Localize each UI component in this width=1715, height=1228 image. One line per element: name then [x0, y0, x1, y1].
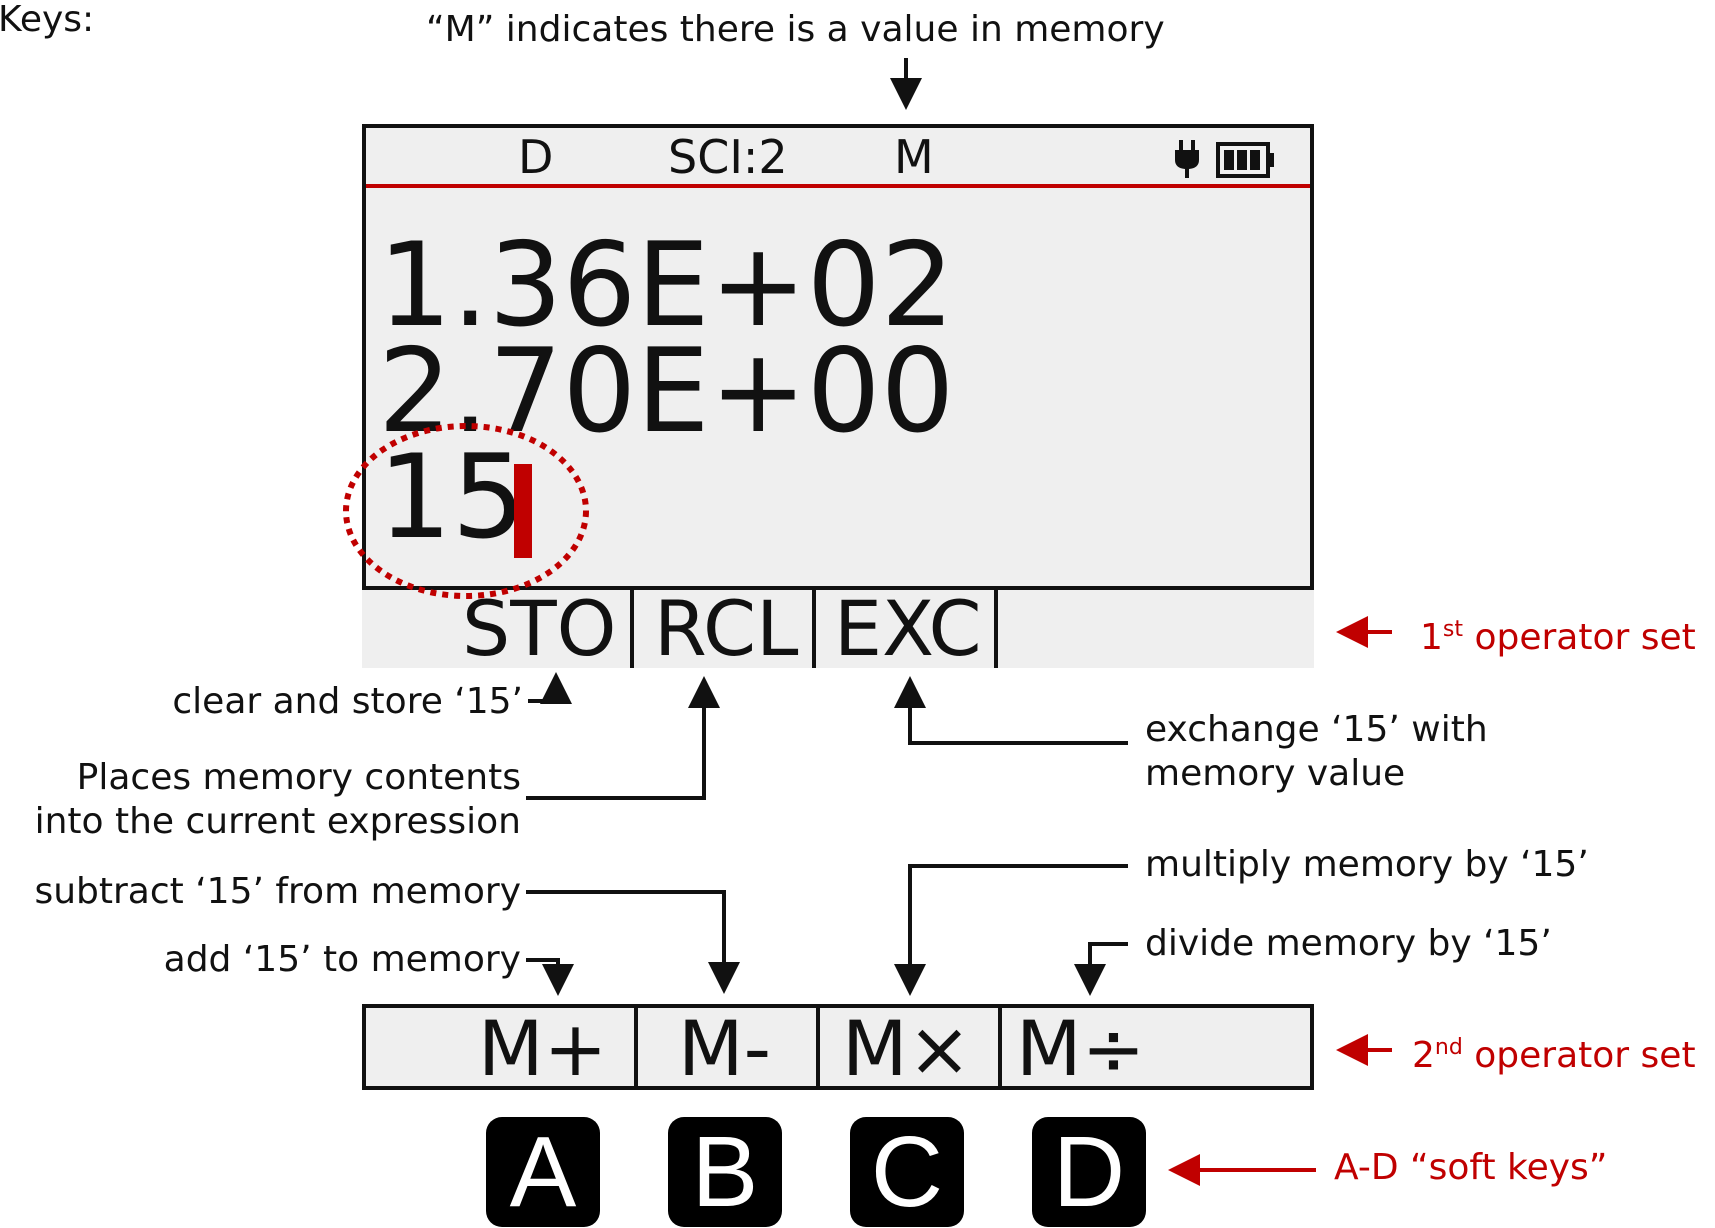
operator-set-2-label: 2nd operator set: [1412, 1035, 1696, 1076]
soft-key-label-empty: [998, 590, 1314, 668]
soft-key-label-rcl: RCL: [634, 590, 816, 668]
rcl-annotation-line2: into the current expression: [34, 801, 521, 842]
soft-key-d[interactable]: D: [1032, 1117, 1146, 1227]
soft-key-a[interactable]: A: [486, 1117, 600, 1227]
m-minus-connector: [526, 890, 740, 994]
status-bar: D SCI:2 M: [366, 128, 1310, 188]
operator-set-1-bar: STO RCL EXC: [362, 586, 1314, 668]
soft-key-label-m-minus: M-: [638, 1008, 820, 1088]
m-times-connector: [894, 864, 1128, 996]
m-times-annotation: multiply memory by ‘15’: [1145, 844, 1589, 885]
exc-annotation-line2: memory value: [1145, 753, 1406, 794]
entry-line: 15: [378, 430, 526, 565]
soft-key-label-sto: STO: [362, 590, 634, 668]
format-indicator: SCI:2: [668, 130, 788, 184]
keys-label: Keys:: [0, 0, 95, 40]
sto-connector: [528, 672, 572, 704]
operator-set-1-label: 1st operator set: [1420, 617, 1696, 658]
m-divide-connector: [1074, 942, 1128, 996]
exc-connector: [894, 676, 1128, 745]
soft-key-b[interactable]: B: [668, 1117, 782, 1227]
soft-key-label-m-times: M×: [820, 1008, 1002, 1088]
soft-key-label-exc: EXC: [816, 590, 998, 668]
m-plus-annotation: add ‘15’ to memory: [163, 939, 521, 980]
plug-icon: [1175, 140, 1199, 178]
m-divide-annotation: divide memory by ‘15’: [1145, 923, 1552, 964]
angle-mode-indicator: D: [518, 130, 554, 184]
memory-note: “M” indicates there is a value in memory: [426, 9, 1165, 50]
soft-key-c[interactable]: C: [850, 1117, 964, 1227]
rcl-connector: [526, 676, 720, 800]
memory-indicator: M: [894, 130, 934, 184]
soft-key-label-m-divide: M÷: [1016, 1004, 1146, 1093]
exc-annotation-line1: exchange ‘15’ with: [1145, 709, 1488, 750]
soft-key-label-m-plus: M+: [366, 1008, 638, 1088]
m-plus-connector: [526, 958, 574, 996]
calculator-screen: D SCI:2 M 1.36E+02 2.70E+00 15 STO RCL E…: [362, 124, 1314, 668]
rcl-annotation-line1: Places memory contents: [76, 757, 521, 798]
m-minus-annotation: subtract ‘15’ from memory: [34, 871, 521, 912]
stack-line-2: 2.70E+00: [378, 324, 955, 459]
operator-set-2-bar: M+ M- M× M÷: [362, 1004, 1314, 1090]
sto-annotation: clear and store ‘15’: [172, 681, 523, 722]
stack-line-1: 1.36E+02: [378, 218, 955, 353]
cursor: [514, 464, 532, 558]
soft-keys-label: A-D “soft keys”: [1334, 1147, 1608, 1188]
battery-icon: [1216, 142, 1274, 178]
entry-highlight-circle: [343, 423, 589, 599]
